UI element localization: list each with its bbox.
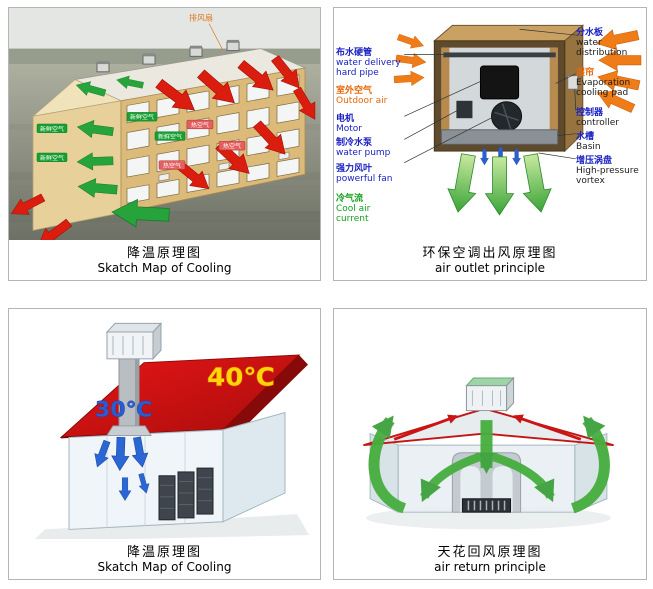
glass-walls	[68, 411, 286, 530]
return-air-grille	[461, 498, 512, 513]
hot-air-tags: 热空气 热空气 热空气	[158, 119, 246, 170]
cooling-pad-right	[549, 47, 558, 145]
indoor-temperature: 30℃	[95, 398, 152, 422]
cooler-unit-svg	[393, 24, 642, 216]
caption-english: Skatch Map of Cooling	[97, 261, 232, 275]
caption-english: Skatch Map of Cooling	[97, 560, 232, 574]
cooling-pad-left	[441, 47, 450, 145]
label-outdoor-air-cn: 室外空气	[336, 86, 373, 96]
air-return-illustration	[334, 309, 646, 539]
building-cooling-illustration: 排风扇	[9, 8, 320, 240]
panel-building-cooling: 排风扇	[8, 7, 321, 281]
label-water-distribution-en: water distribution	[576, 38, 628, 59]
hot-air-tag: 热空气	[191, 121, 209, 129]
rooftop-unit	[465, 376, 515, 412]
caption-english: air outlet principle	[434, 261, 546, 275]
label-controller-en: controller	[576, 118, 619, 129]
fresh-air-tag: 新鲜空气	[130, 113, 154, 121]
label-water-pump: 制冷水泵 water pump	[336, 138, 404, 158]
label-motor: 电机 Motor	[336, 114, 404, 134]
caption-chinese: 天花回风原理图	[437, 545, 543, 560]
outdoor-temperature: 40℃	[207, 363, 275, 392]
label-water-pump-cn: 制冷水泵	[336, 138, 373, 148]
roof-fan-label: 排风扇	[189, 13, 213, 23]
label-powerful-fan-cn: 强力风叶	[336, 164, 373, 174]
caption: 环保空调出风原理图 air outlet principle	[334, 240, 646, 280]
fresh-air-tag: 新鲜空气	[40, 154, 64, 162]
ground-shadow	[35, 514, 309, 539]
label-outdoor-air: 室外空气 Outdoor air	[336, 86, 404, 106]
label-high-pressure-vortex: 增压涡盘 High-pressure vortex	[576, 156, 644, 186]
house-cooling-svg: 40℃ 30℃	[35, 322, 309, 539]
label-cool-air-cn: 冷气流	[336, 194, 364, 204]
label-cool-air-en: Cool air current	[336, 204, 371, 225]
label-basin: 水槽 Basin	[576, 132, 644, 152]
label-powerful-fan-en: powerful fan	[336, 174, 393, 185]
label-water-delivery-pipe: 布水硬管 water delivery hard pipe	[336, 48, 404, 78]
label-vortex-cn: 增压涡盘	[576, 156, 613, 166]
caption-chinese: 环保空调出风原理图	[422, 246, 558, 261]
roof-intake-arrows	[393, 414, 582, 441]
label-water-distribution: 分水板 water distribution	[576, 28, 644, 58]
leader-lines	[404, 28, 577, 163]
label-outdoor-air-en: Outdoor air	[336, 96, 388, 107]
water-pipe	[443, 52, 556, 58]
label-basin-cn: 水槽	[576, 132, 595, 142]
label-vortex-en: High-pressure vortex	[576, 166, 639, 187]
hot-air-tag: 热空气	[223, 142, 241, 150]
label-basin-en: Basin	[576, 142, 601, 153]
caption: 天花回风原理图 air return principle	[334, 539, 646, 579]
panel-air-outlet-principle: 布水硬管 water delivery hard pipe 室外空气 Outdo…	[333, 7, 647, 281]
label-water-pump-en: water pump	[336, 148, 391, 159]
label-controller-cn: 控制器	[576, 108, 604, 118]
diagram-sheet: 排风扇	[8, 7, 647, 580]
air-duct	[106, 358, 152, 436]
caption: 降温原理图 Skatch Map of Cooling	[9, 539, 320, 579]
fresh-air-tag: 新鲜空气	[40, 125, 64, 133]
label-powerful-fan: 强力风叶 powerful fan	[336, 164, 404, 184]
interior-arch-structure	[451, 452, 522, 513]
label-evaporation-pad-en: Evaporation cooling pad	[576, 78, 631, 99]
house-cooling-illustration: 40℃ 30℃	[9, 309, 320, 539]
caption: 降温原理图 Skatch Map of Cooling	[9, 240, 320, 280]
label-evaporation-pad: 湿帘 Evaporation cooling pad	[576, 68, 644, 98]
label-motor-en: Motor	[336, 124, 363, 135]
label-water-distribution-cn: 分水板	[576, 28, 604, 38]
hot-air-tag: 热空气	[163, 162, 181, 170]
water-pump	[456, 100, 473, 119]
fresh-air-tag: 新鲜空气	[158, 133, 182, 141]
label-controller: 控制器 controller	[576, 108, 644, 128]
caption-chinese: 降温原理图	[126, 246, 202, 261]
motor	[479, 65, 520, 100]
equipment-racks	[158, 467, 214, 521]
rooftop-cooler-unit	[105, 322, 163, 361]
cooler-unit	[433, 24, 585, 153]
fresh-air-tags: 新鲜空气 新鲜空气 新鲜空气 新鲜空气	[36, 112, 186, 162]
label-evaporation-pad-cn: 湿帘	[576, 68, 595, 78]
caption-english: air return principle	[434, 560, 546, 574]
building-cooling-svg: 排风扇	[9, 8, 320, 240]
water-basin	[440, 129, 559, 145]
caption-chinese: 降温原理图	[126, 545, 202, 560]
label-motor-cn: 电机	[336, 114, 355, 124]
fan-label-leader-line	[208, 23, 224, 51]
cool-air-current-arrows	[443, 152, 556, 216]
panel-air-return-principle: 天花回风原理图 air return principle	[333, 308, 647, 580]
panel-house-cooling: 40℃ 30℃ 降温原理图 Skatch Map of Cooling	[8, 308, 321, 580]
air-return-svg	[363, 376, 614, 530]
controller-box	[567, 75, 579, 90]
return-air-flow-arrows	[368, 415, 610, 514]
cooler-unit-illustration: 布水硬管 water delivery hard pipe 室外空气 Outdo…	[334, 8, 646, 240]
label-water-pipe-cn: 布水硬管	[336, 48, 373, 58]
roof-exhaust-fans	[96, 39, 240, 73]
wall-fan-units	[158, 151, 290, 182]
label-water-pipe-en: water delivery hard pipe	[336, 58, 401, 79]
label-cool-air-current: 冷气流 Cool air current	[336, 194, 404, 224]
